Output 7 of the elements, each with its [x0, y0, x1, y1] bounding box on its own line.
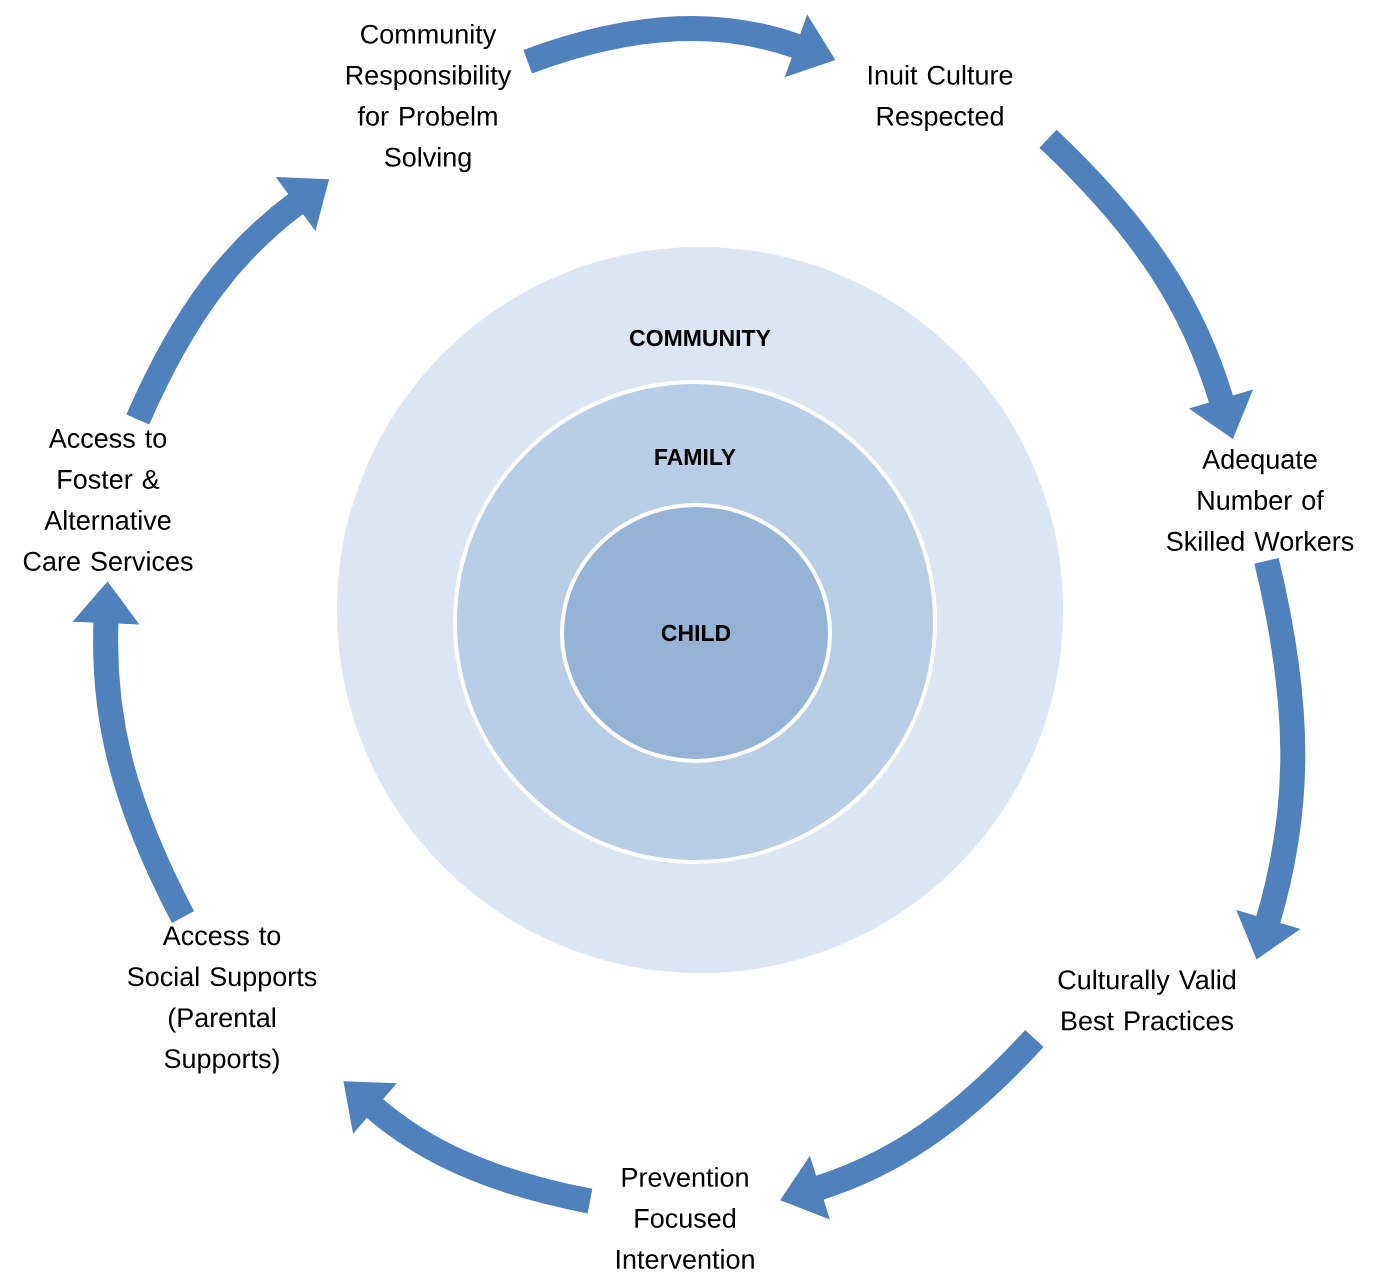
- step-label: Community Responsibility for Probelm Solving: [346, 23, 512, 173]
- step-label: Access to Social Supports (Parental Supports): [127, 926, 317, 1074]
- step-label: Access to Foster & Alternative Care Services: [23, 429, 193, 571]
- step-label: Prevention Focused Intervention: [616, 1167, 754, 1269]
- ring: CHILD: [560, 503, 832, 763]
- step-label: Adequate Number of Skilled Workers: [1166, 449, 1354, 551]
- step-label: Inuit Culture Respected: [868, 64, 1013, 132]
